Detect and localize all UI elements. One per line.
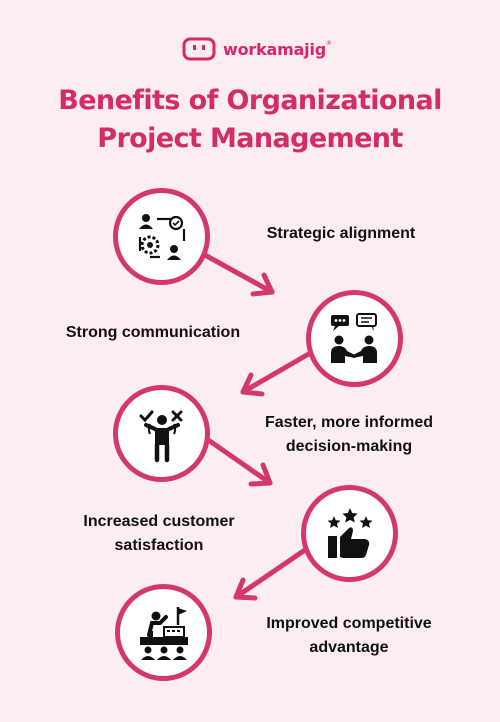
benefit-circle-5 [115, 584, 212, 681]
title-line-2: Project Management [97, 123, 403, 154]
arrowhead-4 [233, 577, 258, 601]
page-title: Benefits of Organizational Project Manag… [0, 82, 500, 158]
rating-thumbs-up-icon [327, 507, 372, 558]
brand-logo: workamajig® [182, 37, 332, 61]
benefit-circle-1 [113, 188, 210, 285]
benefit-label-5: Improved competitive advantage [241, 612, 457, 660]
arrow-1 [202, 252, 275, 295]
arrow-2 [240, 349, 315, 395]
brand-name: workamajig® [223, 39, 332, 59]
arrowhead-1 [250, 272, 275, 297]
people-talking-icon [330, 312, 377, 363]
decision-person-icon [139, 410, 182, 462]
benefit-label-4-line-2: satisfaction [114, 537, 204, 554]
team-flag-icon [139, 606, 188, 660]
arrowhead-3 [248, 462, 273, 487]
benefit-label-1: Strategic alignment [266, 225, 416, 242]
benefit-label-5-line-2: advantage [309, 639, 389, 656]
benefit-label-2: Strong communication [65, 324, 241, 341]
title-line-1: Benefits of Organizational [58, 85, 442, 116]
arrow-4 [233, 547, 308, 600]
benefit-circle-2 [306, 290, 403, 387]
benefit-label-3-line-2: decision-making [285, 438, 413, 455]
robot-face-logo-icon [182, 37, 216, 61]
strategy-cycle-icon [138, 213, 185, 260]
benefit-label-5-line-1: Improved competitive [266, 615, 432, 632]
arrow-3 [201, 434, 273, 486]
benefit-label-4-line-1: Increased customer [83, 513, 235, 530]
benefit-label-3: Faster, more informed decision-making [241, 411, 457, 459]
arrowhead-2 [240, 372, 265, 397]
benefit-circle-4 [301, 485, 398, 582]
benefit-circle-3 [113, 385, 210, 482]
benefit-label-4: Increased customer satisfaction [64, 510, 254, 558]
benefit-label-3-line-1: Faster, more informed [264, 414, 434, 431]
